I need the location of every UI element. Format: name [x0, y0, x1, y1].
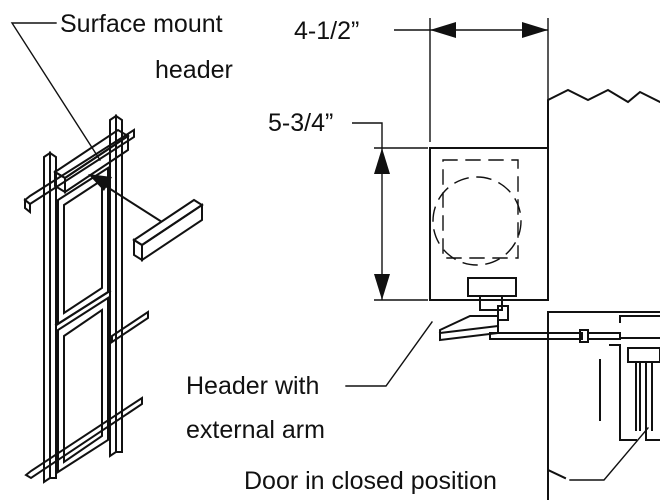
header-arm-leader — [345, 321, 433, 387]
width-dimension — [394, 18, 549, 142]
header-arm-label-line2: external arm — [186, 416, 325, 444]
surface-mount-leader — [10, 22, 101, 161]
height-dimension — [352, 122, 428, 301]
door-closed-leader — [569, 427, 649, 481]
frame-section — [547, 88, 660, 500]
surface-mount-label-line2: header — [155, 56, 233, 84]
height-dimension-label: 5-3/4” — [268, 109, 333, 137]
header-arm-label-line1: Header with — [186, 372, 319, 400]
isometric-door-frame — [23, 114, 204, 484]
door-closed-label: Door in closed position — [244, 467, 497, 495]
width-dimension-label: 4-1/2” — [294, 17, 359, 45]
external-arm — [438, 277, 621, 343]
install-arrow — [88, 174, 163, 223]
header-enclosure — [429, 147, 549, 301]
closed-door — [547, 311, 660, 441]
operator-drum — [432, 159, 522, 266]
surface-mount-label-line1: Surface mount — [60, 10, 223, 38]
